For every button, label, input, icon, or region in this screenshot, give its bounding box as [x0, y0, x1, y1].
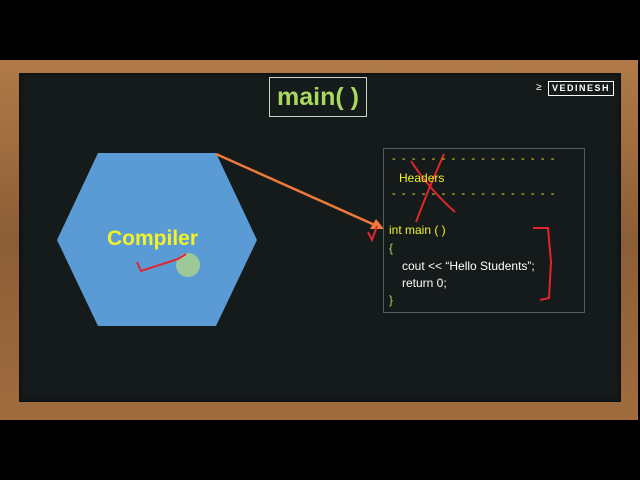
logo-text: VEDINESH — [547, 80, 614, 96]
brand-logo: ≥ VEDINESH — [536, 80, 614, 96]
compiler-hexagon — [57, 153, 257, 326]
cross-out-annotation — [410, 153, 456, 223]
tick-annotation — [367, 225, 378, 243]
code-main-signature: int main ( ) — [389, 223, 446, 237]
title-box: main( ) — [269, 77, 367, 117]
cursor-highlight — [176, 253, 200, 277]
headers-label: Headers — [399, 171, 445, 185]
code-open-brace: { — [389, 241, 394, 255]
bracket-annotation — [533, 227, 553, 301]
dashed-separator-top: - - - - - - - - - - - - - - - - - — [392, 153, 556, 165]
slide-title: main( ) — [277, 82, 359, 111]
flow-arrow-head — [370, 219, 384, 229]
underline-annotation — [136, 253, 187, 273]
code-cout-line: cout << “Hello Students”; — [402, 259, 535, 273]
compiler-label: Compiler — [107, 227, 199, 250]
code-return-line: return 0; — [402, 276, 447, 290]
code-box: - - - - - - - - - - - - - - - - - Header… — [383, 148, 585, 313]
flow-arrow — [215, 152, 378, 228]
logo-icon: ≥ — [536, 82, 542, 93]
dashed-separator-bottom: - - - - - - - - - - - - - - - - - — [392, 188, 556, 200]
code-close-brace: } — [389, 293, 394, 307]
